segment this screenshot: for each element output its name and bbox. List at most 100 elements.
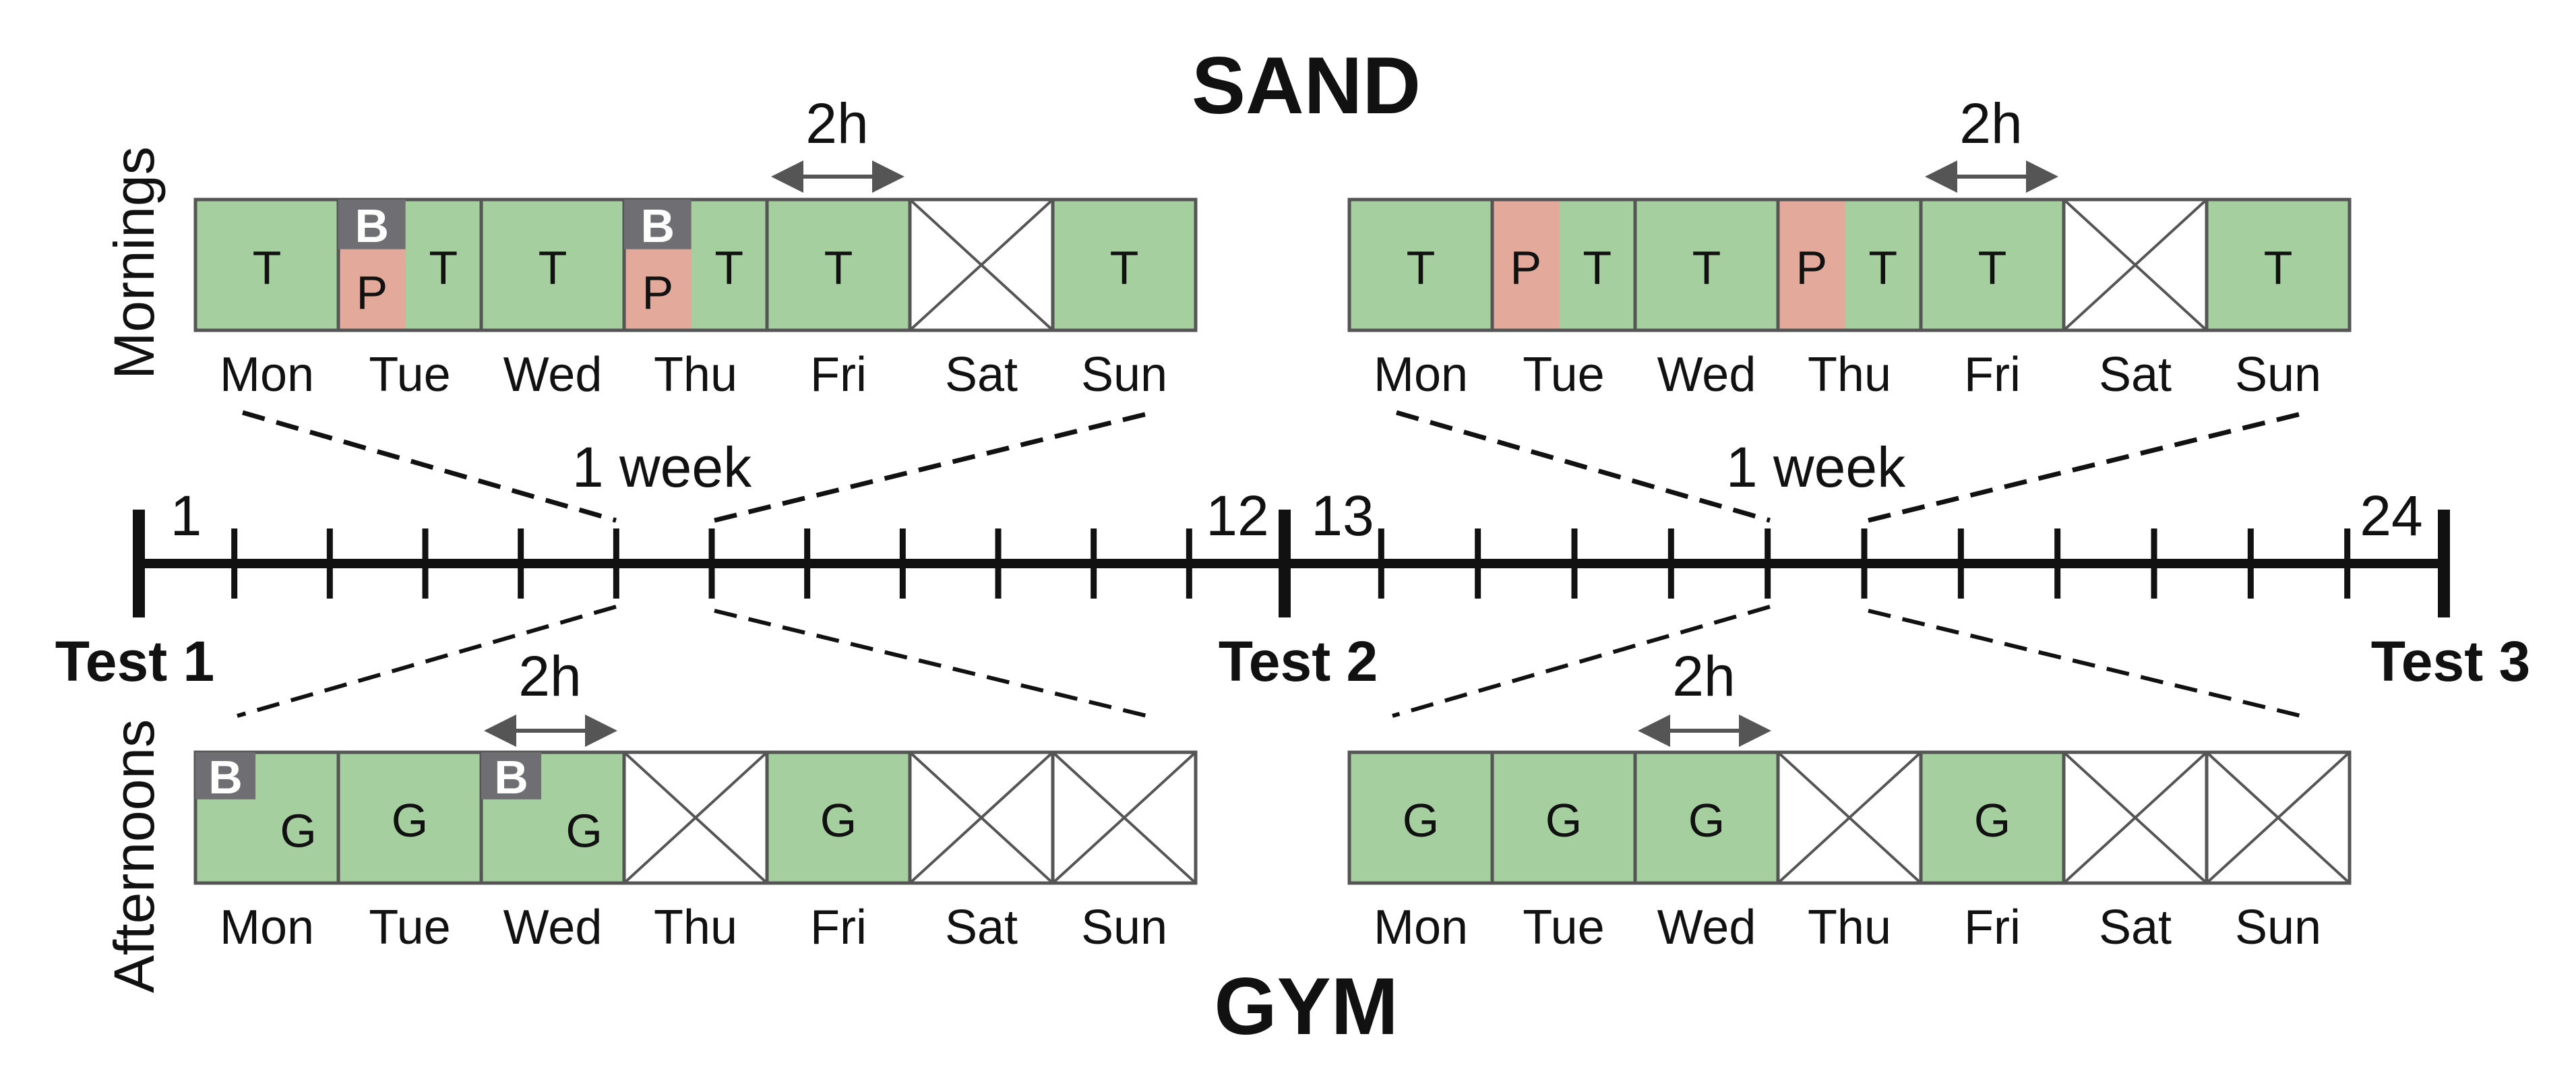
day-cell-fri: T <box>765 198 912 332</box>
day-label: Sat <box>945 901 1018 955</box>
day-cell-fri: T <box>1919 198 2066 332</box>
day-label: Fri <box>1964 901 2021 955</box>
plyometric-fill <box>1492 200 1560 330</box>
training-box <box>193 198 340 332</box>
training-box <box>1633 750 1780 885</box>
week-end-label: 24 <box>2360 484 2422 547</box>
duration-label: 2h <box>805 92 868 155</box>
zoom-line <box>237 605 617 718</box>
training-box <box>1490 750 1637 885</box>
badge-box <box>195 752 256 799</box>
day-cell-thu <box>622 750 769 885</box>
rest-cross-line <box>623 751 768 884</box>
day-label: Sun <box>1081 901 1167 955</box>
one-week-label: 1 week <box>572 435 752 499</box>
zoom-line <box>1396 410 1771 523</box>
rest-cross-line <box>909 751 1054 884</box>
session-label: T <box>824 241 853 294</box>
day-cell-mon: G <box>1347 750 1494 885</box>
day-cell-sun: T <box>2205 198 2352 332</box>
day-label: Fri <box>810 348 867 402</box>
rest-cross-line <box>2205 751 2351 884</box>
day-label: Wed <box>1657 901 1756 955</box>
training-box <box>765 198 912 332</box>
day-cell-wed: T <box>479 198 626 332</box>
day-label: Thu <box>654 901 737 955</box>
day-label: Mon <box>220 348 314 402</box>
sand-title: SAND <box>1192 40 1421 131</box>
badge-box <box>624 200 692 249</box>
day-label: Thu <box>1808 348 1891 402</box>
badge-box <box>338 200 406 249</box>
day-label: Mon <box>220 901 314 955</box>
session-label: P <box>1510 241 1541 294</box>
day-label: Sun <box>2235 901 2321 955</box>
session-label: T <box>429 241 458 294</box>
day-label: Fri <box>1964 348 2021 402</box>
day-label: Sun <box>2235 348 2321 402</box>
day-label: Tue <box>1523 348 1604 402</box>
day-label: Thu <box>654 348 737 402</box>
training-box <box>2205 198 2352 332</box>
training-box <box>1347 750 1494 885</box>
training-box <box>1633 198 1780 332</box>
duration-label: 2h <box>1959 92 2022 155</box>
zoom-line <box>1392 605 1771 718</box>
day-label: Wed <box>503 348 603 402</box>
session-label: T <box>1868 241 1897 294</box>
badge-label: B <box>208 751 243 804</box>
day-cell-tue: G <box>336 750 483 885</box>
rest-cross-line <box>909 198 1054 332</box>
training-box <box>1051 198 1198 332</box>
badge-box <box>481 752 542 799</box>
day-label: Sat <box>2099 901 2172 955</box>
duration-label: 2h <box>1672 644 1735 708</box>
duration-indicator-morning-2: 2h <box>1925 92 2058 193</box>
session-label: T <box>1692 241 1721 294</box>
training-box <box>1347 198 1494 332</box>
session-label: G <box>820 794 857 847</box>
day-label: Wed <box>1657 348 1756 402</box>
week-13-label: 13 <box>1311 484 1374 547</box>
session-label: T <box>539 241 568 294</box>
day-label: Sun <box>1081 348 1167 402</box>
rest-cross-line <box>2062 198 2208 332</box>
day-cell-sat <box>2062 198 2209 332</box>
duration-indicator-afternoon-1: 2h <box>484 644 617 747</box>
rest-cross-line <box>2062 751 2208 884</box>
session-label: G <box>565 804 602 857</box>
zoom-lines <box>242 410 2307 523</box>
session-label: G <box>1688 794 1725 847</box>
day-label: Mon <box>1374 348 1468 402</box>
session-label: P <box>356 266 388 319</box>
session-label: T <box>2264 241 2293 294</box>
training-box <box>765 750 912 885</box>
duration-label: 2h <box>518 644 581 708</box>
duration-indicator-afternoon-2: 2h <box>1638 644 1771 747</box>
session-label: T <box>1978 241 2007 294</box>
session-label: P <box>642 266 673 319</box>
week-start-label: 1 <box>171 484 202 547</box>
session-label: T <box>1110 241 1139 294</box>
day-cell-sat <box>908 198 1055 332</box>
day-cell-fri: G <box>1919 750 2066 885</box>
week-12-label: 12 <box>1206 484 1268 547</box>
session-label: T <box>1407 241 1436 294</box>
day-label: Fri <box>810 901 867 955</box>
day-label: Tue <box>1523 901 1604 955</box>
session-label: T <box>714 241 743 294</box>
session-label: P <box>1796 241 1827 294</box>
badge-label: B <box>355 200 390 252</box>
day-label: Sat <box>945 348 1018 402</box>
gym-title: GYM <box>1214 961 1398 1052</box>
session-label: G <box>1403 794 1439 847</box>
rest-cross-line <box>1051 751 1197 884</box>
day-cell-sun <box>1051 750 1198 885</box>
